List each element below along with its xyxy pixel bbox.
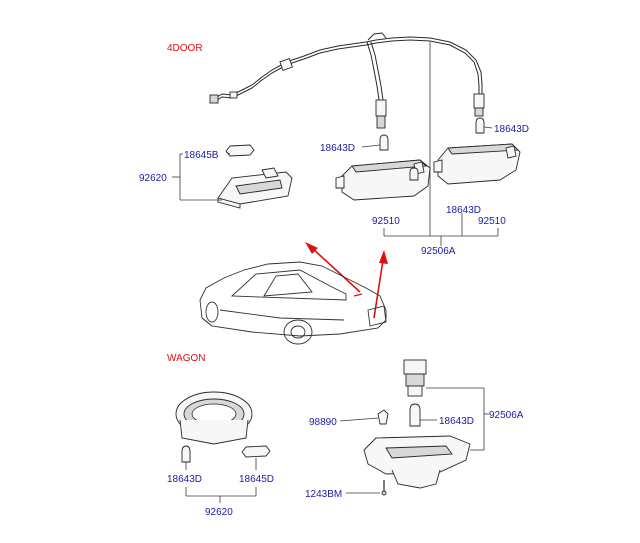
dome-lamp-92620-wagon-icon	[175, 391, 253, 445]
leader-lines-wagon	[185, 387, 489, 503]
label-18645b: 18645B	[184, 150, 219, 161]
label-92510-left: 92510	[372, 216, 400, 227]
label-98890: 98890	[309, 417, 337, 428]
label-92510-right: 92510	[478, 216, 506, 227]
label-1243bm: 1243BM	[305, 489, 342, 500]
label-92620-bottom: 92620	[205, 507, 233, 518]
festoon-bulb-18645b-icon	[225, 144, 255, 157]
label-92506a-top: 92506A	[421, 246, 456, 257]
room-lamp-92510-right-icon	[433, 143, 521, 185]
label-18643d-right: 18643D	[494, 124, 529, 135]
label-18643d-left: 18643D	[320, 143, 355, 154]
label-18645d: 18645D	[239, 474, 274, 485]
map-lamp-92620-icon	[217, 167, 293, 209]
label-92506a-wagon: 92506A	[489, 410, 524, 421]
sedan-car-outline	[199, 261, 387, 345]
section-label-wagon: WAGON	[167, 353, 206, 364]
bulb-18643d-left-icon	[379, 134, 389, 151]
festoon-bulb-18645d-icon	[241, 445, 271, 458]
wiring-harness	[209, 32, 485, 129]
label-18643d-wagon-right: 18643D	[439, 416, 474, 427]
pointer-arrows	[305, 242, 388, 319]
cargo-lamp-assembly-icon	[363, 359, 471, 496]
leader-lines-top	[172, 42, 499, 246]
room-lamp-92510-left-icon	[335, 159, 431, 201]
label-18643d-mid: 18643D	[446, 205, 481, 216]
label-92620-top: 92620	[139, 173, 167, 184]
label-18643d-wagon-left: 18643D	[167, 474, 202, 485]
section-label-4door: 4DOOR	[167, 43, 203, 54]
bulb-18643d-mid-icon	[409, 167, 419, 181]
bulb-18643d-right-icon	[475, 117, 485, 134]
bulb-18643d-wagon-left-icon	[181, 445, 191, 463]
